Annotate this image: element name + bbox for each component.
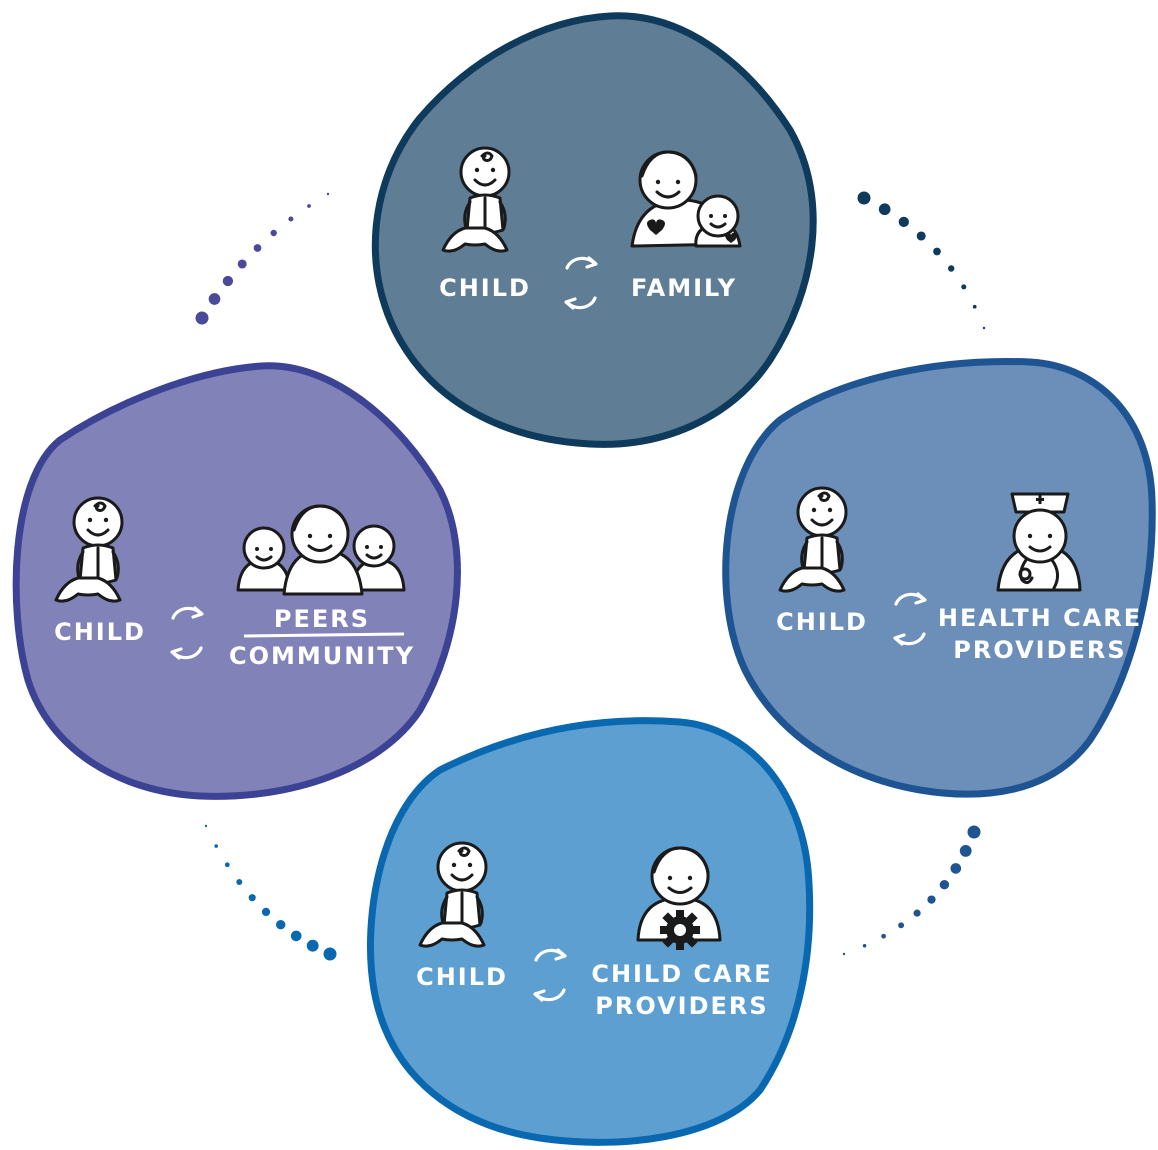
dots-bottom-left — [204, 824, 337, 961]
peers-community-blob-shape — [12, 362, 461, 800]
connector-dot — [898, 922, 905, 929]
connector-dot — [222, 275, 234, 287]
connector-dot — [982, 326, 986, 330]
connector-dot — [307, 204, 311, 208]
connector-dot — [948, 265, 955, 272]
health-care-blob-shape — [722, 358, 1156, 798]
child-care-label-line2: PROVIDERS — [595, 992, 768, 1020]
connector-dot — [208, 293, 221, 305]
peers-community-blob: CHILD PEERS COMMUNITY — [12, 362, 461, 800]
family-label: FAMILY — [631, 274, 737, 302]
connector-dot — [248, 894, 256, 902]
family-blob-shape — [371, 12, 817, 448]
connector-dot — [323, 947, 337, 961]
connector-dot — [961, 284, 967, 290]
connector-dot — [253, 244, 262, 252]
connector-dot — [927, 895, 936, 904]
peers-group-icon — [236, 504, 406, 596]
health-care-label-line1: HEALTH CARE — [938, 604, 1142, 632]
child-care-label-line1: CHILD CARE — [591, 960, 772, 988]
connector-dot — [972, 304, 977, 309]
connector-dot — [862, 944, 867, 948]
family-blob: CHILD FAMILY — [371, 12, 817, 448]
connector-dot — [290, 930, 302, 942]
health-care-blob: CHILD HEALTH CARE PROVIDERS — [722, 358, 1156, 798]
connector-dot — [275, 919, 286, 930]
child-label: CHILD — [776, 608, 868, 636]
connector-dot — [237, 259, 247, 269]
connector-dot — [857, 191, 871, 205]
connector-dot — [967, 825, 981, 839]
connector-dot — [916, 231, 926, 241]
mother-and-baby-icon — [630, 150, 742, 248]
child-label: CHILD — [54, 618, 146, 646]
connector-dot — [913, 909, 921, 917]
connector-dot — [224, 862, 230, 868]
dots-bottom-right — [842, 825, 981, 956]
connector-dot — [950, 863, 962, 874]
community-label: COMMUNITY — [229, 642, 415, 670]
connector-dot — [326, 192, 330, 196]
child-care-blob-shape — [366, 717, 814, 1146]
connector-dot — [214, 844, 218, 848]
child-label: CHILD — [439, 274, 531, 302]
connector-dot — [195, 311, 209, 325]
peers-label: PEERS — [274, 605, 370, 633]
dots-top-left — [195, 192, 330, 325]
connector-dot — [204, 824, 208, 828]
connector-dot — [898, 216, 909, 228]
label-divider — [243, 632, 405, 638]
caregiver-gear-icon — [636, 846, 722, 950]
connector-dot — [959, 844, 972, 857]
connector-dot — [881, 933, 886, 939]
child-care-blob: CHILD CHILD CARE PROVIDERS — [366, 717, 814, 1146]
connector-dot — [236, 879, 243, 885]
connector-dot — [270, 229, 277, 237]
connector-dot — [878, 203, 891, 216]
connector-dot — [842, 952, 846, 956]
connector-dot — [939, 879, 950, 890]
connector-dot — [288, 216, 294, 222]
child-label: CHILD — [416, 963, 508, 991]
connector-dot — [306, 939, 319, 952]
connector-dot — [261, 907, 271, 917]
dots-top-right — [857, 191, 986, 330]
nurse-icon — [996, 492, 1082, 592]
connector-dot — [933, 247, 941, 256]
health-care-label-line2: PROVIDERS — [953, 636, 1126, 664]
